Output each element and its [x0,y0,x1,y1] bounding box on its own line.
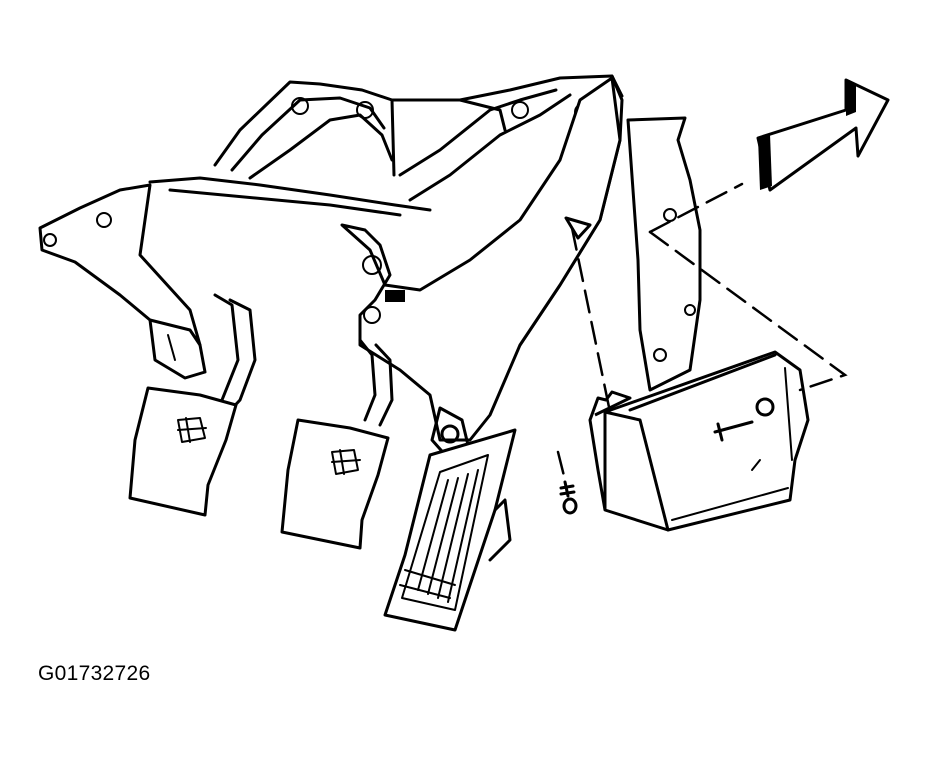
direction-arrow-icon [756,78,890,192]
accelerator-pedal [383,428,517,632]
brake-pedal-pad [128,386,238,517]
screw-icon [559,480,578,515]
figure-code: G01732726 [38,662,151,685]
clutch-pedal-pad [280,418,390,550]
control-module [588,350,810,532]
pedal-bracket-frame [38,74,702,460]
installation-guide-lines [556,182,848,482]
